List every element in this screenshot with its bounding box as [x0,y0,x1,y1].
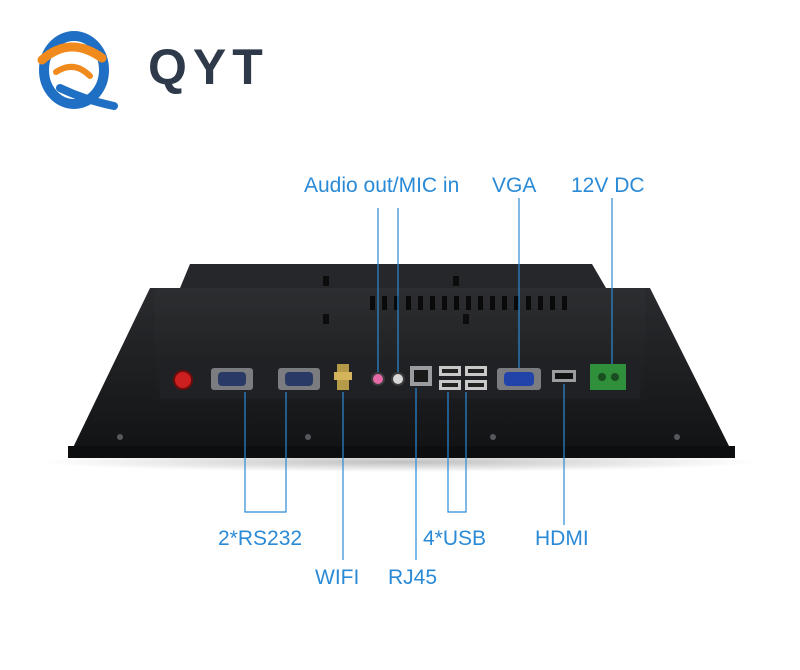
label-usb: 4*USB [423,527,487,550]
logo-mark-icon [37,31,118,110]
bezel-screws [117,434,680,440]
mount-posts [323,276,469,324]
back-housing-top [180,264,606,288]
label-wifi: WIFI [315,566,360,589]
usb-ports [439,366,487,390]
vga-port [497,368,541,390]
callout-usb [447,392,467,513]
vent-slots [370,296,567,310]
audio-out-jack-icon [391,372,405,386]
rs232-port-1 [211,368,253,390]
brand-name: QYT [148,39,269,95]
brand-logo: QYT [30,30,280,110]
label-rj45: RJ45 [388,566,438,589]
hdmi-port [552,370,576,382]
rs232-port-2 [278,368,320,390]
label-dc: 12V DC [571,174,645,197]
bezel-edge [68,446,735,458]
wifi-antenna-connector [334,364,352,390]
callout-lines [244,198,613,560]
rj45-port [410,366,432,386]
label-audio: Audio out/MIC in [304,174,460,197]
power-button-icon [173,370,193,390]
label-vga: VGA [492,174,537,197]
label-hdmi: HDMI [535,527,589,550]
label-rs232: 2*RS232 [218,527,303,550]
callout-rs232 [244,392,287,513]
dc-power-terminal [590,364,626,390]
mic-jack-icon [371,372,385,386]
